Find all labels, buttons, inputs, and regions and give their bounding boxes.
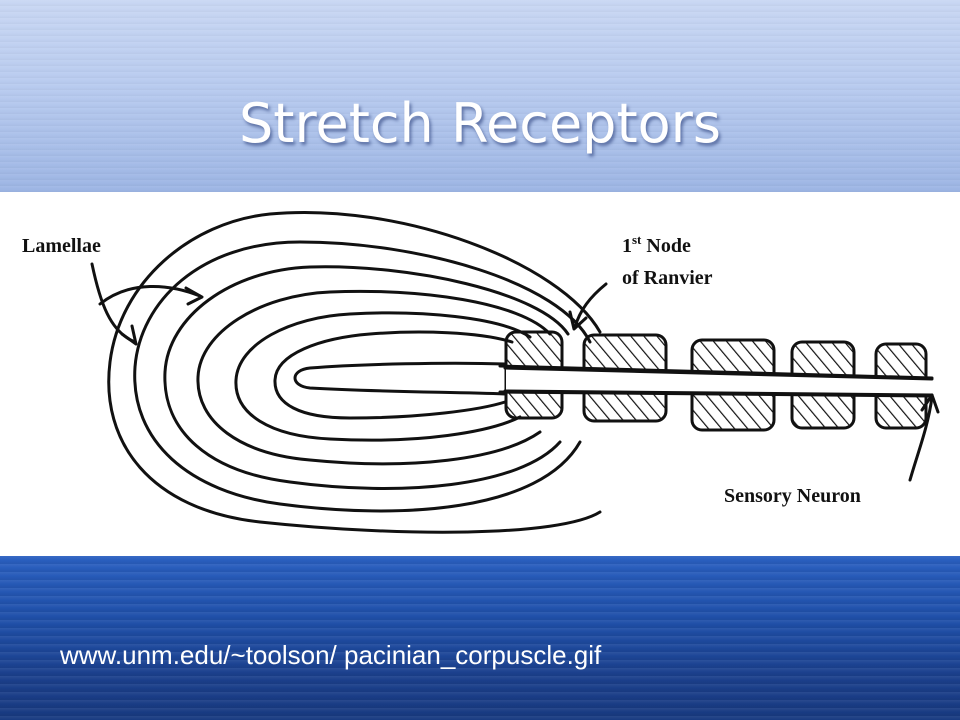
lamellae-arrow-2 (98, 284, 202, 306)
lamella-3 (163, 265, 570, 490)
label-node-line1: 1st Node (622, 232, 691, 257)
label-lamellae: Lamellae (22, 235, 101, 257)
neuron-ending (293, 361, 507, 396)
lamella-2 (133, 240, 592, 513)
lamella-outer (107, 210, 602, 534)
diagram-canvas: Lamellae 1st Node of Ranvier Sensory Neu… (22, 210, 940, 534)
slide-title: Stretch Receptors (239, 92, 721, 155)
source-url: www.unm.edu/~toolson/ pacinian_corpuscle… (60, 640, 602, 670)
header-background (0, 0, 960, 192)
label-sensory-neuron: Sensory Neuron (724, 485, 861, 507)
pacinian-corpuscle-diagram: Lamellae 1st Node of Ranvier Sensory Neu… (0, 192, 960, 556)
lamella-4 (196, 289, 552, 466)
label-node-line2: of Ranvier (622, 267, 713, 289)
node-arrow (573, 282, 608, 329)
neuron-arrow (908, 395, 934, 482)
lamella-6 (273, 330, 514, 420)
footer-background (0, 556, 960, 720)
lamella-5 (234, 311, 532, 442)
